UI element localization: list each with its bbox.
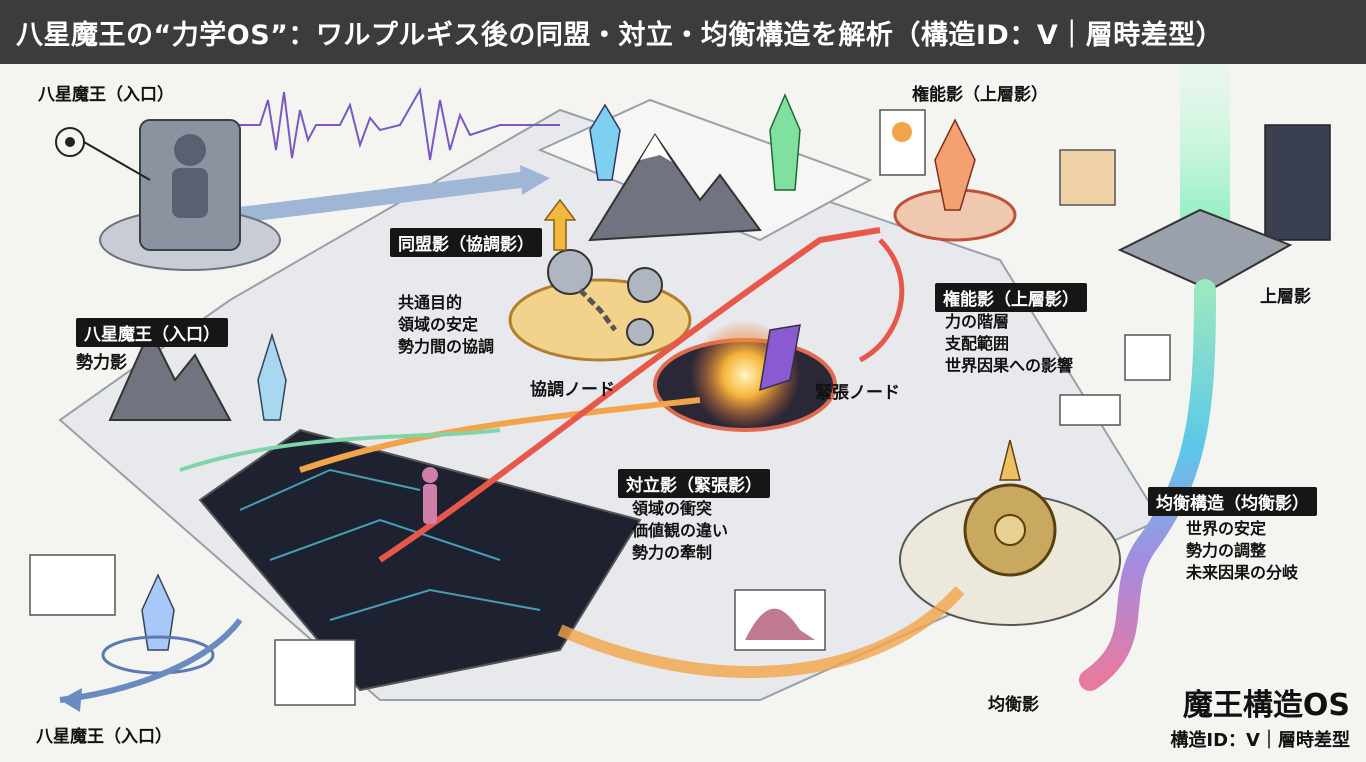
monitor-right [1264, 124, 1331, 241]
conflict-heading: 対立影（緊張影） [618, 469, 770, 498]
mountain-peak [588, 133, 762, 242]
bar-chart-card-bottom [274, 639, 356, 706]
label-coordination-node: 協調ノード [530, 380, 615, 400]
balance-item: 世界の安定 [1186, 519, 1267, 538]
balance-spire [999, 439, 1021, 481]
page-title: 八星魔王の“力学OS”：ワルプルギス後の同盟・対立・均衡構造を解析（構造ID：V… [16, 19, 1224, 51]
balance-items: 世界の安定 勢力の調整 未来因果の分岐 [1186, 518, 1298, 584]
label-power-shadow: 勢力影 [76, 353, 127, 373]
person-figure-head [422, 467, 438, 483]
sound-wave [230, 86, 560, 161]
title-bar: 八星魔王の“力学OS”：ワルプルギス後の同盟・対立・均衡構造を解析（構造ID：V… [0, 0, 1366, 64]
alliance-items: 共通目的 領域の安定 勢力間の協調 [398, 292, 494, 358]
label-balance-shadow: 均衡影 [988, 695, 1039, 715]
authority-item: 世界因果への影響 [945, 356, 1074, 375]
flow-arrow-warm-1 [299, 397, 701, 473]
graph-card-curve [745, 608, 815, 640]
label-mid-left-entry: 八星魔王（入口） [76, 318, 228, 347]
alliance-heading: 同盟影（協調影） [390, 228, 542, 257]
flow-arrow-top [232, 172, 528, 223]
target-icon [55, 127, 85, 157]
up-arrow-icon [543, 198, 577, 251]
tension-shard [759, 324, 801, 392]
authority-heading: 権能影（上層影） [935, 283, 1087, 312]
label-bottom-left-entry: 八星魔王（入口） [36, 727, 172, 747]
rainbow-conduit [1079, 279, 1216, 691]
flow-arrow-top-head [520, 165, 550, 195]
conflict-item: 領域の衝突 [632, 499, 713, 518]
authority-item: 力の階層 [945, 312, 1010, 331]
authority-crystal [934, 118, 976, 211]
crystal-left [257, 332, 287, 421]
doc-card-right [1059, 394, 1121, 426]
label-top-left-entry: 八星魔王（入口） [38, 85, 174, 105]
conflict-item: 勢力の牽制 [632, 543, 713, 562]
balance-item: 未来因果の分岐 [1186, 563, 1299, 582]
tower-platform [1117, 208, 1293, 292]
bar-chart-card-right [1124, 334, 1171, 381]
flow-arrow-green [179, 428, 501, 472]
gear-small [626, 318, 654, 346]
chain-link [578, 288, 617, 332]
label-upper-layer: 上層影 [1260, 287, 1311, 307]
gear-medium [627, 267, 663, 303]
balance-hub [994, 514, 1026, 546]
label-tension-node: 緊張ノード [815, 383, 900, 403]
report-card-left [879, 109, 926, 176]
footer-title: 魔王構造OS [1182, 688, 1350, 723]
crystal-blue [589, 103, 621, 181]
crystal-green [769, 93, 801, 191]
conflict-items: 領域の衝突 価値観の違い 勢力の牽制 [632, 498, 728, 564]
conflict-item: 価値観の違い [632, 521, 729, 540]
alliance-item: 領域の安定 [398, 315, 479, 334]
coordination-disc [508, 278, 692, 362]
alliance-item: 共通目的 [398, 293, 463, 312]
diagram-scene [29, 64, 1331, 712]
gear-large [547, 249, 593, 295]
flow-arrow-warm-3 [557, 586, 965, 679]
demon-lord-body [172, 168, 208, 218]
label-authority-top: 権能影（上層影） [912, 85, 1048, 105]
demon-lord-figure [174, 134, 206, 166]
flow-arrow-blue-head [60, 688, 82, 712]
balance-heading: 均衡構造（均衡影） [1148, 487, 1317, 516]
chart-panel-right [1059, 149, 1116, 206]
target-pointer [83, 141, 151, 181]
footer-subtitle: 構造ID：V｜層時差型 [1170, 730, 1350, 751]
mountain-snow [640, 135, 672, 162]
authority-items: 力の階層 支配範囲 世界因果への影響 [945, 311, 1073, 377]
circuit-traces [239, 468, 541, 621]
authority-item: 支配範囲 [945, 334, 1010, 353]
person-figure-body [423, 484, 437, 524]
crystal-bottom-left [141, 573, 175, 651]
balance-item: 勢力の調整 [1186, 541, 1267, 560]
bar-chart-card-left [29, 554, 116, 616]
flow-arrow-blue [59, 618, 243, 703]
alliance-item: 勢力間の協調 [398, 337, 495, 356]
flow-arrow-red [858, 238, 905, 363]
